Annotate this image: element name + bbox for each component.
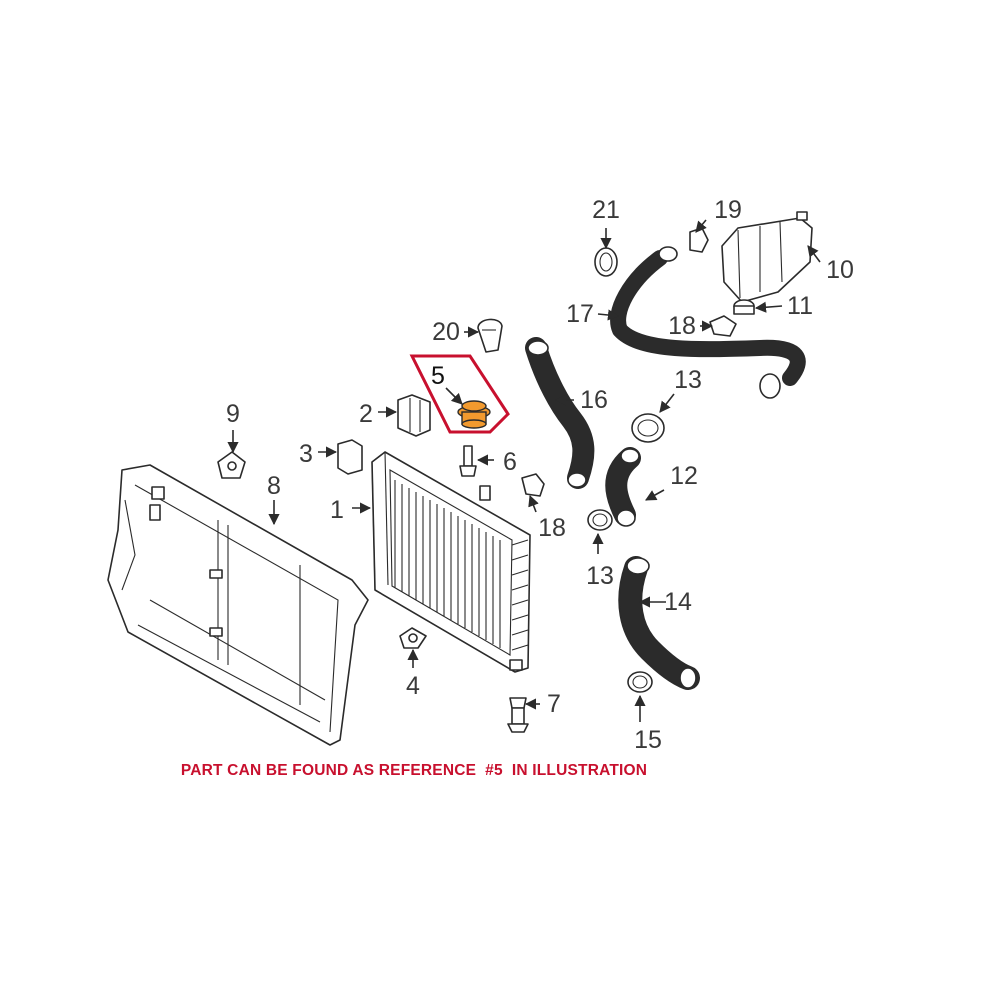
radiator-core-fins — [394, 480, 501, 648]
callout-11: 11 — [787, 292, 813, 320]
callout-13-lower: 13 — [586, 562, 614, 590]
callout-1: 1 — [330, 496, 344, 524]
part-9-bracket — [217, 451, 246, 479]
part-14-lower-hose — [618, 556, 700, 690]
callout-20: 20 — [432, 318, 460, 346]
part-20-clip — [477, 318, 503, 353]
part-17-end-clamp — [759, 373, 781, 399]
part-10-expansion-tank — [721, 211, 813, 303]
callout-19: 19 — [714, 196, 742, 224]
callout-7: 7 — [547, 690, 561, 718]
callout-18-lower: 18 — [538, 514, 566, 542]
part-5-radiator-cap — [457, 400, 491, 429]
part-21-clamp — [594, 247, 618, 277]
part-8-fan-shroud — [107, 464, 369, 746]
part-1-radiator — [371, 451, 531, 673]
part-13-clamp-lower — [587, 509, 613, 531]
callout-3: 3 — [299, 440, 313, 468]
callout-21: 21 — [592, 196, 620, 224]
callout-18-upper: 18 — [668, 312, 696, 340]
reference-caption: PART CAN BE FOUND AS REFERENCE #5 IN ILL… — [180, 762, 648, 779]
callout-6: 6 — [503, 448, 517, 476]
part-15-clamp — [627, 671, 653, 693]
callout-2: 2 — [359, 400, 373, 428]
highlight-frame — [409, 354, 510, 434]
callout-16: 16 — [580, 386, 608, 414]
callout-14: 14 — [664, 588, 692, 616]
callout-10: 10 — [826, 256, 854, 284]
part-13-clamp-upper — [631, 413, 665, 443]
callout-13-upper: 13 — [674, 366, 702, 394]
callout-17: 17 — [566, 300, 594, 328]
part-3-pad — [337, 439, 363, 475]
part-16-upper-hose — [525, 337, 595, 489]
callout-4: 4 — [406, 672, 420, 700]
part-17-long-hose — [610, 246, 806, 386]
callout-5: 5 — [431, 362, 445, 390]
leader-lines — [227, 219, 821, 722]
callout-labels: 1 2 3 4 5 6 7 8 9 10 11 12 13 13 14 15 1… — [226, 196, 854, 754]
part-11-tank-cap — [733, 299, 755, 315]
callout-9: 9 — [226, 400, 240, 428]
callout-12: 12 — [670, 462, 698, 490]
callout-8: 8 — [267, 472, 281, 500]
part-7-drain-plug — [507, 697, 529, 733]
part-12-hose — [605, 447, 641, 527]
part-19-clip — [689, 227, 709, 253]
part-6-sensor — [459, 445, 477, 477]
part-18-clip-upper — [709, 315, 737, 337]
part-4-lower-mount — [399, 627, 427, 649]
callout-15: 15 — [634, 726, 662, 754]
part-18-clip-lower — [521, 473, 545, 497]
part-2-mount — [397, 394, 431, 437]
